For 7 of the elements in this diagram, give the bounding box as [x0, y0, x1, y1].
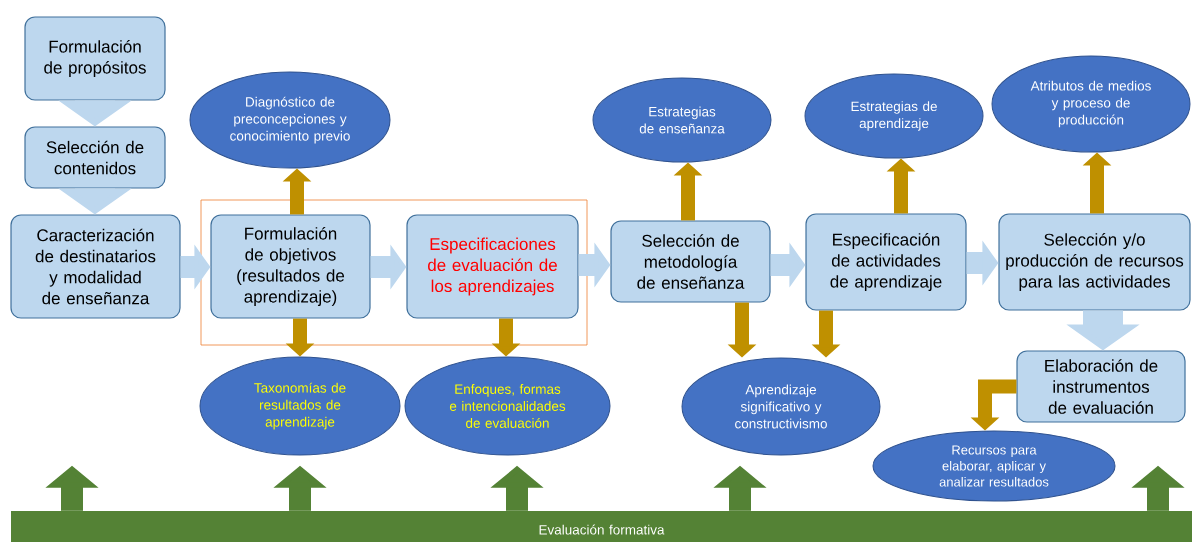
process-box: Formulación de objetivos (resultados de aprendizaje)	[210, 214, 371, 319]
process-box: Especificaciones de evaluación de los aprendizajes	[406, 214, 579, 319]
process-box: Especificación de actividades de aprendizaje	[805, 213, 967, 311]
group-frame	[200, 199, 588, 346]
process-box: Selección y/o producción de recursos para las actividades	[998, 213, 1191, 311]
process-box: Elaboración de instrumentos de evaluación	[1016, 350, 1186, 423]
base-bar: Evaluación formativa	[11, 511, 1192, 542]
